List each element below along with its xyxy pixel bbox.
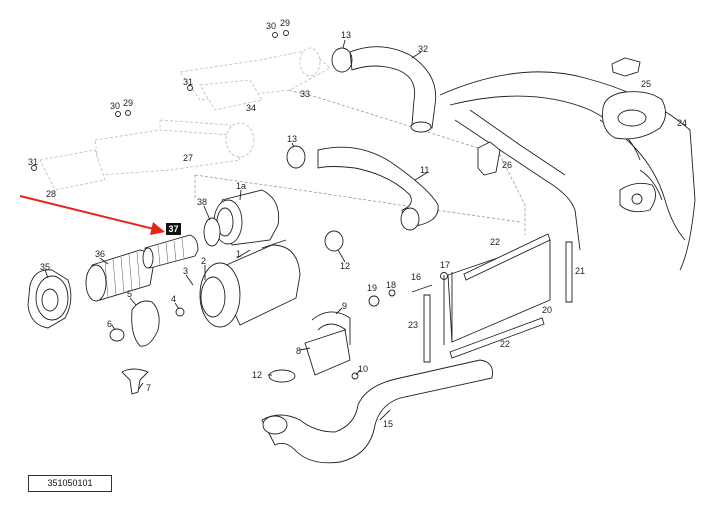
callout-10: 10 [358,364,368,374]
callout-30-lower: 30 [110,101,120,111]
pipe-22-lower [449,317,545,359]
valve-6 [109,328,125,342]
clamp-12-right [324,230,344,252]
dust-valve-5 [131,300,160,347]
bracket-26 [477,141,501,176]
callout-30-upper: 30 [266,21,276,31]
bolt-16 [411,284,433,293]
callout-13-lower: 13 [287,134,297,144]
callout-38: 38 [197,197,207,207]
callout-37-box [166,223,181,235]
callout-8: 8 [296,346,301,356]
leader-lines [44,39,429,421]
clamp-12-lower [268,369,296,383]
valve-7 [121,368,149,395]
fastener-group [31,30,289,171]
callout-1a: 1a [236,181,246,191]
callout-6: 6 [107,319,112,329]
nut-4 [175,307,185,317]
pipe-21 [565,241,573,303]
callout-26: 26 [502,160,512,170]
callout-25: 25 [641,79,651,89]
radiator-20 [443,239,551,345]
callout-16: 16 [411,272,421,282]
callout-21: 21 [575,266,585,276]
hose-15 [261,359,493,464]
ring-38 [203,217,221,247]
callout-33: 33 [300,89,310,99]
callout-27: 27 [183,153,193,163]
air-filter-body [199,239,301,328]
filter-element-36 [85,249,154,302]
callout-2: 2 [201,256,206,266]
callout-labels: 1 1a 2 3 4 5 6 7 8 9 10 11 12 12 13 13 1… [28,18,687,429]
callout-23: 23 [408,320,418,330]
callout-11: 11 [420,165,429,175]
callout-35: 35 [40,262,50,272]
upper-intake-duct [39,47,331,191]
pipe-22-upper [463,233,551,281]
safety-element-37 [142,234,199,269]
reference-code: 351050101 [28,475,112,492]
callout-19: 19 [367,283,377,293]
callout-31-lower: 31 [28,157,38,167]
frame-outline [194,79,526,235]
callout-22-upper: 22 [490,237,500,247]
nut-19 [368,295,380,307]
callout-1: 1 [236,249,241,259]
end-cover-35 [27,269,72,329]
callout-24: 24 [677,118,687,128]
cover-24 [602,91,666,140]
pipe-23 [423,294,431,363]
callout-28: 28 [46,189,56,199]
callout-7: 7 [146,383,151,393]
callout-34: 34 [246,103,256,113]
callout-9: 9 [342,301,347,311]
callout-29-upper: 29 [280,18,290,28]
callout-31-upper: 31 [183,77,193,87]
callout-12-lower: 12 [252,370,262,380]
callout-13-upper: 13 [341,30,351,40]
callout-36: 36 [95,249,105,259]
highlight-arrow [19,195,165,235]
callout-12-right: 12 [340,261,350,271]
callout-22-lower: 22 [500,339,510,349]
callout-18: 18 [386,280,396,290]
hose-11 [317,146,439,229]
hose-32 [349,46,437,129]
clamp-13-lower [286,145,306,169]
callout-15: 15 [383,419,393,429]
callout-5: 5 [127,289,132,299]
callout-4: 4 [171,294,176,304]
callout-29-lower: 29 [123,98,133,108]
callout-17: 17 [440,260,450,270]
callout-32: 32 [418,44,428,54]
callout-20: 20 [542,305,552,315]
mounting-bracket-8 [304,311,351,376]
callout-3: 3 [183,266,188,276]
air-cleaner-housing-1a [213,189,280,246]
callout-37: 37 [168,224,178,234]
washer-18 [388,289,396,297]
clamp-13-upper [331,47,353,73]
cap-25 [611,57,641,77]
